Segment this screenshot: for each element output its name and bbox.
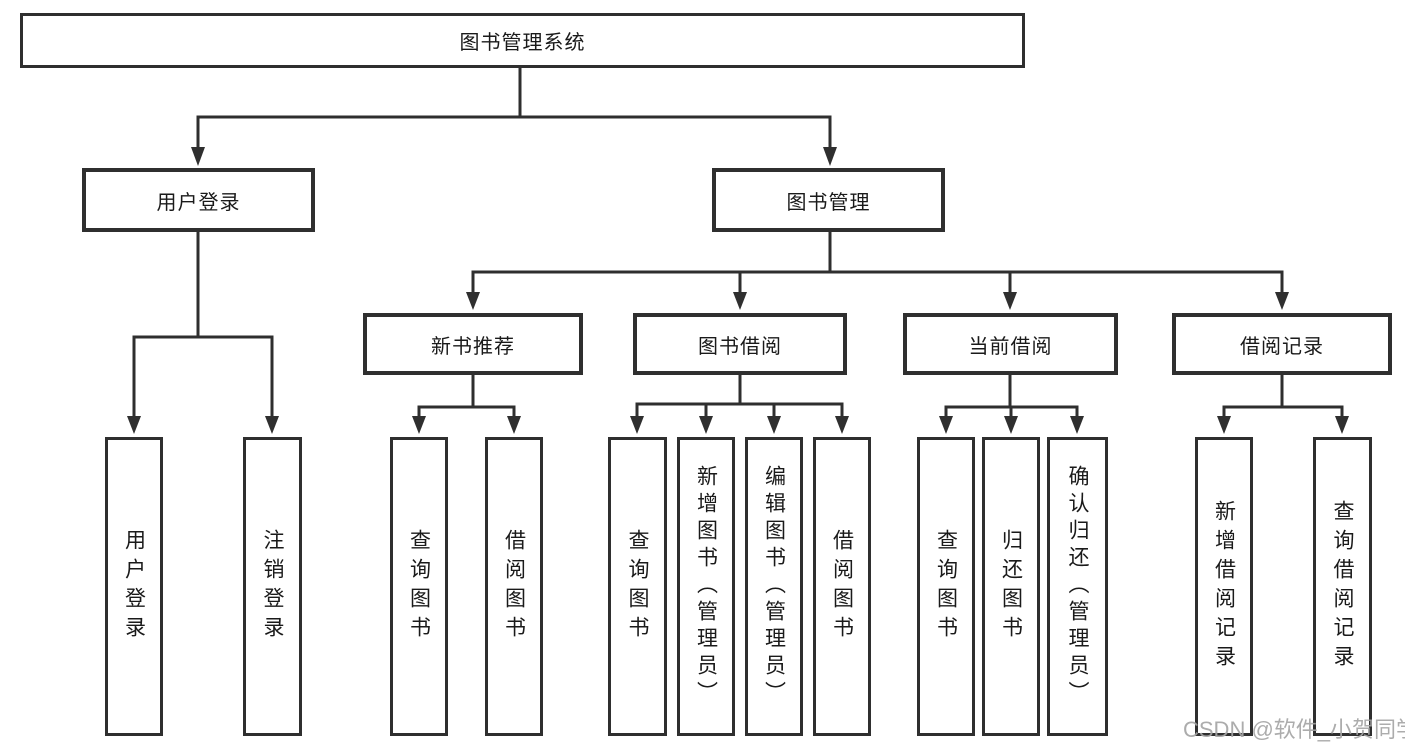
leaf-logout: 注销登录	[243, 437, 302, 736]
node-current-borrowing: 当前借阅	[903, 313, 1118, 375]
node-book-borrowing: 图书借阅	[633, 313, 847, 375]
node-root-system: 图书管理系统	[20, 13, 1025, 68]
arrow-icon	[1335, 416, 1349, 434]
leaf-add-book-admin: 新增图书（管理员）	[677, 437, 735, 736]
connector-currentborrow-to-leaves	[944, 373, 1079, 420]
leaf-edit-book-admin: 编辑图书（管理员）	[745, 437, 803, 736]
arrow-icon	[1275, 292, 1289, 310]
arrow-icon	[507, 416, 521, 434]
leaf-query-borrow-record: 查询借阅记录	[1313, 437, 1372, 736]
leaf-query-books-recommend: 查询图书	[390, 437, 448, 736]
arrow-icon	[412, 416, 426, 434]
connector-bookborrow-to-leaves	[635, 373, 844, 420]
arrow-icon	[733, 292, 747, 310]
arrow-icon	[1003, 292, 1017, 310]
connector-root-to-level2	[196, 66, 832, 151]
leaf-query-books-current: 查询图书	[917, 437, 975, 736]
arrow-icon	[1070, 416, 1084, 434]
arrow-icon	[939, 416, 953, 434]
leaf-borrow-books-recommend: 借阅图书	[485, 437, 543, 736]
arrow-icon	[191, 147, 205, 166]
leaf-user-login: 用户登录	[105, 437, 163, 736]
leaf-add-borrow-record: 新增借阅记录	[1195, 437, 1253, 736]
leaf-return-book: 归还图书	[982, 437, 1040, 736]
connector-borrowrecords-to-leaves	[1222, 373, 1344, 420]
leaf-query-books-borrowing: 查询图书	[608, 437, 667, 736]
arrow-icon	[1004, 416, 1018, 434]
node-book-management: 图书管理	[712, 168, 945, 232]
arrow-icon	[823, 147, 837, 166]
arrow-icon	[1217, 416, 1231, 434]
arrow-icon	[127, 416, 141, 434]
arrow-icon	[699, 416, 713, 434]
node-user-login: 用户登录	[82, 168, 315, 232]
arrowheads	[127, 147, 1349, 434]
csdn-watermark: CSDN @软件_小贺同学	[1183, 717, 1405, 742]
leaf-borrow-books-borrowing: 借阅图书	[813, 437, 871, 736]
connector-newbook-to-leaves	[417, 373, 516, 420]
node-new-book-recommend: 新书推荐	[363, 313, 583, 375]
arrow-icon	[630, 416, 644, 434]
arrow-icon	[835, 416, 849, 434]
leaf-confirm-return-admin: 确认归还（管理员）	[1047, 437, 1108, 736]
node-borrow-records: 借阅记录	[1172, 313, 1392, 375]
connector-userlogin-to-leaves	[132, 230, 274, 419]
arrow-icon	[265, 416, 279, 434]
arrow-icon	[767, 416, 781, 434]
connector-bookmgmt-to-level3	[471, 230, 1284, 295]
arrow-icon	[466, 292, 480, 310]
